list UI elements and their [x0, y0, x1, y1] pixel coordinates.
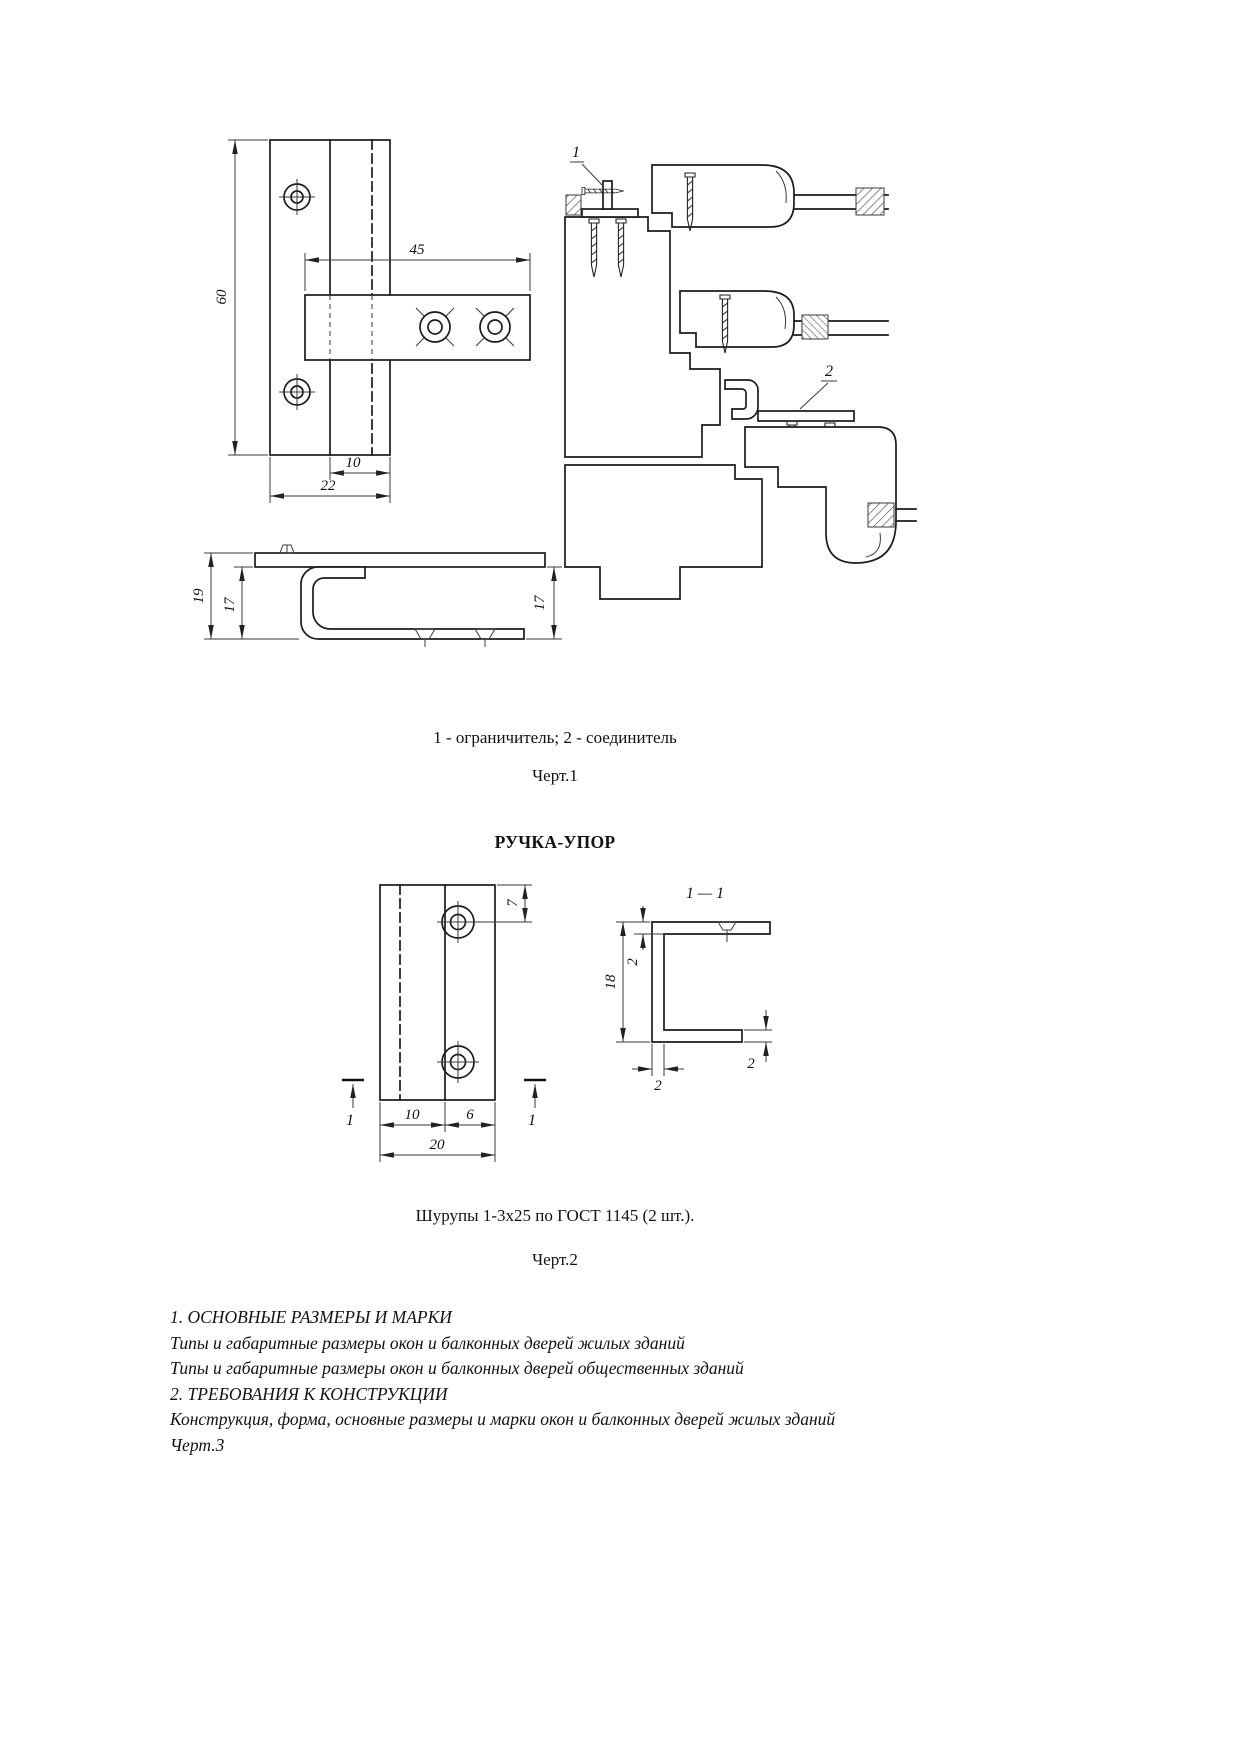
dim-20-label: 20	[430, 1137, 446, 1153]
toc-line: Типы и габаритные размеры окон и балконн…	[170, 1358, 744, 1378]
section-title: 1 — 1	[686, 885, 724, 902]
figure2-caption: Шурупы 1-3х25 по ГОСТ 1145 (2 шт.).	[415, 1206, 695, 1225]
figure2-drawing: 7 1 1 10 6 20	[320, 870, 780, 1205]
dim-22-label: 22	[321, 478, 337, 494]
handle-front-view	[379, 884, 496, 1101]
dim-17-left-label: 17	[222, 596, 238, 613]
section-mark-right: 1	[528, 1112, 536, 1129]
dim-2-web-label: 2	[654, 1078, 662, 1094]
limiter-side-view	[254, 544, 546, 647]
toc-line: 2. ТРЕБОВАНИЯ К КОНСТРУКЦИИ	[170, 1383, 448, 1404]
callout-2-label: 2	[825, 363, 833, 380]
section-mark-left: 1	[346, 1112, 354, 1129]
dim-2-lip-label: 2	[747, 1056, 755, 1072]
section-heading: РУЧКА-УПОР	[494, 832, 616, 852]
figure1-caption: 1 - ограничитель; 2 - соединитель	[433, 728, 677, 747]
handle-section-view: 1 — 1 18 2 2	[603, 885, 772, 1094]
dim-17-right-label: 17	[532, 594, 548, 611]
toc-line: Типы и габаритные размеры окон и балконн…	[170, 1332, 685, 1353]
toc-block: 1. ОСНОВНЫЕ РАЗМЕРЫ И МАРКИ Типы и габар…	[170, 1305, 835, 1458]
front-view-dimensions: 45 60 10 22	[214, 139, 531, 503]
figure1-drawing: 45 60 10 22	[180, 125, 920, 670]
dim-10-label: 10	[405, 1107, 421, 1123]
dim-19-label: 19	[191, 588, 207, 604]
figure2-svg: 7 1 1 10 6 20	[342, 884, 772, 1162]
dim-2-top-label: 2	[625, 958, 641, 966]
dim-10-label: 10	[346, 455, 362, 471]
callout-1-label: 1	[572, 144, 580, 161]
side-view-dimensions: 19 17 17	[191, 552, 562, 640]
toc-line: 1. ОСНОВНЫЕ РАЗМЕРЫ И МАРКИ	[170, 1307, 452, 1327]
dim-6-label: 6	[466, 1107, 474, 1123]
limiter-front-view	[269, 139, 531, 456]
toc-line: Конструкция, форма, основные размеры и м…	[170, 1409, 836, 1429]
toc-line: Черт.3	[170, 1434, 225, 1455]
figure1-svg: 45 60 10 22	[191, 139, 917, 647]
dim-60-label: 60	[214, 289, 230, 305]
dim-18-label: 18	[603, 974, 619, 990]
dim-45-label: 45	[410, 242, 426, 258]
dim-7-label: 7	[505, 898, 521, 907]
figure2-label: Черт.2	[532, 1250, 578, 1269]
handle-front-dimensions: 7 1 1 10 6 20	[342, 884, 546, 1162]
figure1-label: Черт.1	[532, 766, 578, 785]
window-section-view: 1 2	[564, 144, 917, 600]
